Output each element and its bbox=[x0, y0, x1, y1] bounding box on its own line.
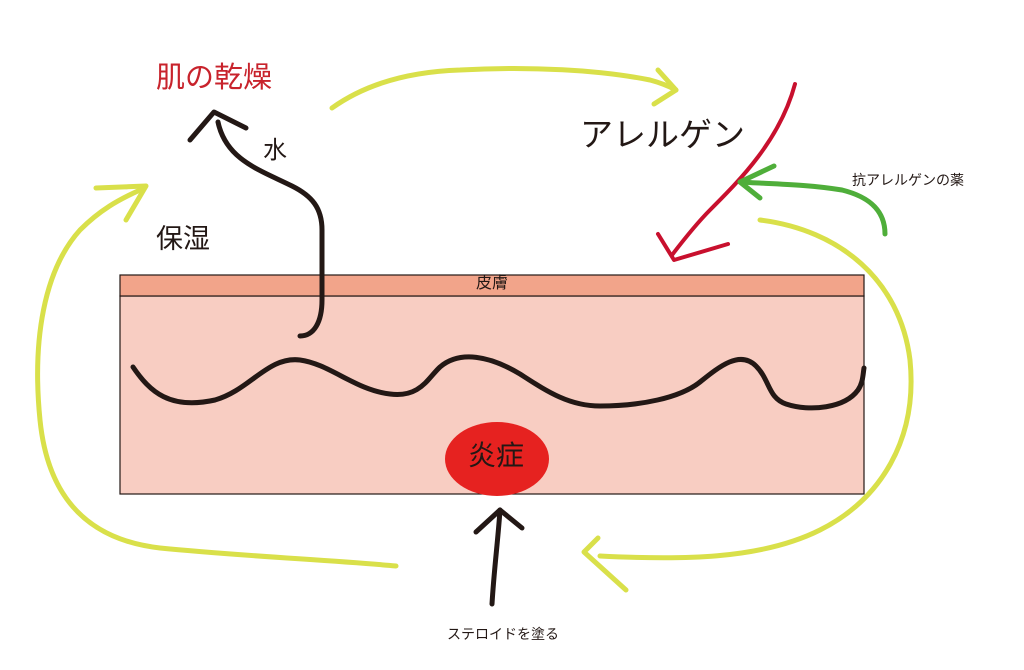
medicine-arrow-icon bbox=[737, 179, 888, 237]
label-antiallergen-medicine: 抗アレルゲンの薬 bbox=[852, 173, 964, 189]
water-arrow-head bbox=[187, 109, 249, 143]
label-apply-steroid: ステロイドを塗る bbox=[447, 627, 559, 643]
skin-surface-layer bbox=[119, 274, 865, 297]
label-inflammation: 炎症 bbox=[467, 439, 524, 472]
allergen-arrow-icon bbox=[670, 82, 797, 257]
cycle-arrow-left-head bbox=[93, 183, 149, 223]
allergen-arrow-head bbox=[656, 232, 730, 262]
label-allergen: アレルゲン bbox=[580, 115, 745, 154]
steroid-arrow-icon bbox=[489, 507, 503, 607]
cycle-arrow-top-head bbox=[651, 67, 679, 107]
medicine-arrow-head bbox=[737, 163, 777, 201]
dermis-wavy-line bbox=[130, 354, 867, 411]
cycle-arrow-right-head bbox=[581, 535, 629, 593]
label-dry-skin: 肌の乾燥 bbox=[156, 60, 273, 94]
inflammation-spot bbox=[445, 422, 549, 496]
label-water: 水 bbox=[263, 136, 287, 164]
cycle-arrow-right bbox=[597, 217, 914, 561]
steroid-arrow-head bbox=[473, 507, 525, 535]
cycle-arrow-left bbox=[35, 187, 399, 569]
cycle-arrow-top bbox=[329, 65, 679, 111]
water-arrow-icon bbox=[215, 119, 325, 339]
label-moisturizing: 保湿 bbox=[156, 224, 210, 255]
label-skin: 皮膚 bbox=[475, 273, 508, 292]
